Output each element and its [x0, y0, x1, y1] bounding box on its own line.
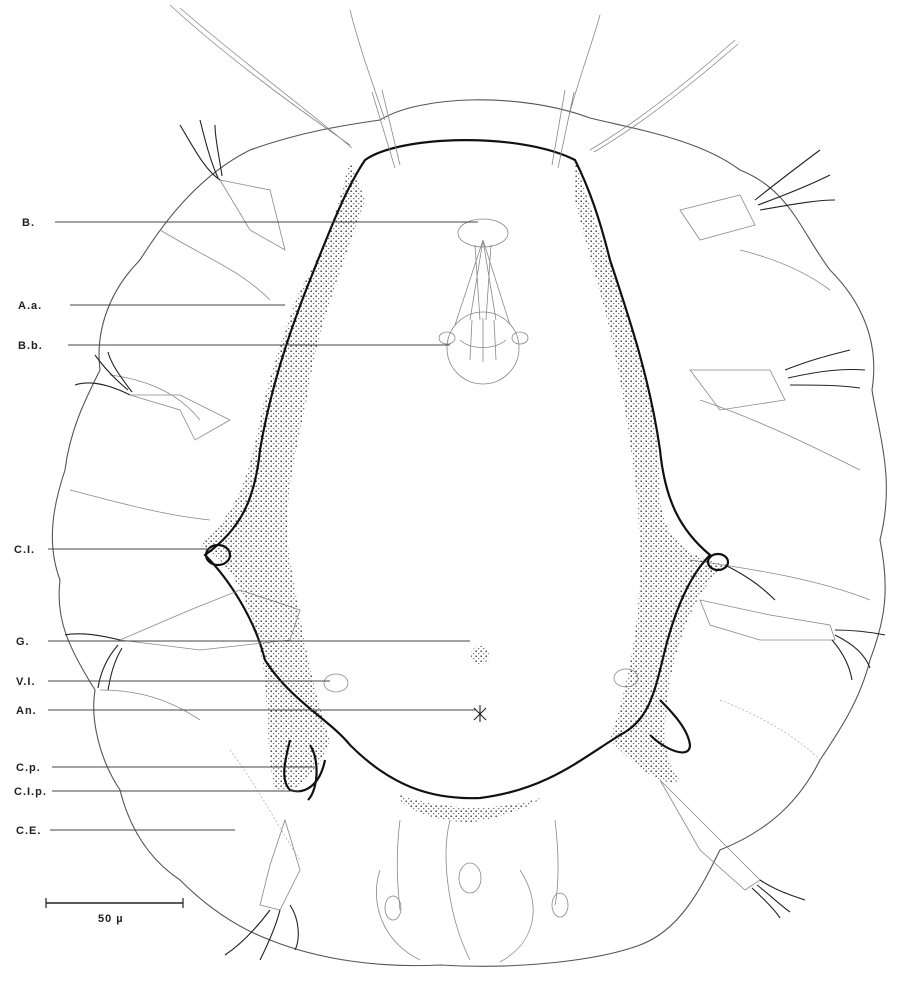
- leg-left-1: [180, 120, 285, 250]
- cuticle-fold: [700, 400, 860, 470]
- cephalic-cirrus-left: [170, 5, 352, 148]
- scale-bar-label: 50 µ: [98, 913, 124, 925]
- label-aa: A.a.: [18, 300, 42, 312]
- leg-right-4: [660, 780, 805, 918]
- posterior-lobe: [376, 820, 533, 962]
- posterior-papilla: [552, 893, 568, 917]
- cuticle-fold: [720, 700, 820, 760]
- cephalic-cirrus-internal-right: [552, 15, 600, 168]
- leg-right-1: [680, 150, 835, 240]
- right-lateral-plate-stippling: [575, 160, 730, 782]
- leg-right-3: [700, 600, 885, 680]
- outer-body-outline: [52, 100, 886, 966]
- cuticle-fold: [740, 250, 830, 290]
- cuticle-fold: [110, 375, 200, 420]
- posterior-papilla: [459, 863, 481, 893]
- bulb-placoids: [460, 318, 506, 362]
- label-cp: C.p.: [16, 762, 41, 774]
- label-b: B.: [22, 217, 35, 229]
- cephalic-cirrus-internal-left: [350, 10, 400, 168]
- label-clp: C.I.p.: [14, 786, 47, 798]
- leg-left-4: [225, 820, 300, 960]
- cuticle-fold: [160, 230, 270, 300]
- cephalic-cirrus-right: [590, 40, 738, 152]
- leg-right-2: [690, 350, 865, 410]
- label-ci: C.I.: [14, 544, 35, 556]
- left-lateral-plate-stippling: [200, 160, 365, 791]
- label-ce: C.E.: [16, 825, 41, 837]
- mouth-opening: [458, 219, 508, 247]
- left-ventral-lamella: [324, 674, 348, 692]
- label-bb: B.b.: [18, 340, 43, 352]
- stylet-support: [512, 332, 528, 344]
- gonopore: [471, 646, 489, 664]
- cuticle-fold: [70, 490, 210, 520]
- leg-left-2: [75, 352, 230, 440]
- label-g: G.: [16, 636, 30, 648]
- posterior-papilla: [385, 896, 401, 920]
- label-an: An.: [16, 705, 37, 717]
- anus: [474, 705, 486, 722]
- cuticle-fold: [100, 690, 200, 720]
- right-lateral-cirrus: [725, 565, 775, 600]
- posterior-lobe: [397, 820, 558, 910]
- label-vi: V.I.: [16, 676, 36, 688]
- stylet-support: [439, 332, 455, 344]
